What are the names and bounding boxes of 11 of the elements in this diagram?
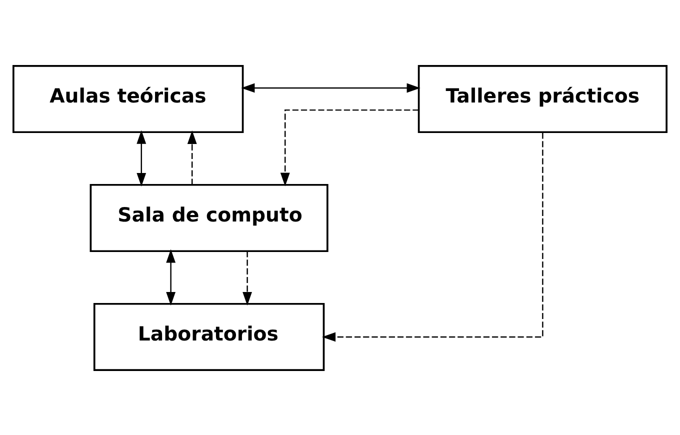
node-box: Sala de computo bbox=[90, 183, 328, 252]
node-box: Laboratorios bbox=[93, 302, 325, 371]
arrow bbox=[242, 250, 252, 305]
node-box: Aulas teóricas bbox=[12, 64, 244, 133]
arrow bbox=[136, 130, 146, 186]
arrow bbox=[241, 82, 420, 92]
arrow bbox=[280, 108, 419, 186]
node-box: Talleres prácticos bbox=[418, 64, 668, 133]
arrow bbox=[166, 248, 176, 305]
arrow bbox=[187, 130, 197, 184]
arrow bbox=[322, 132, 544, 342]
